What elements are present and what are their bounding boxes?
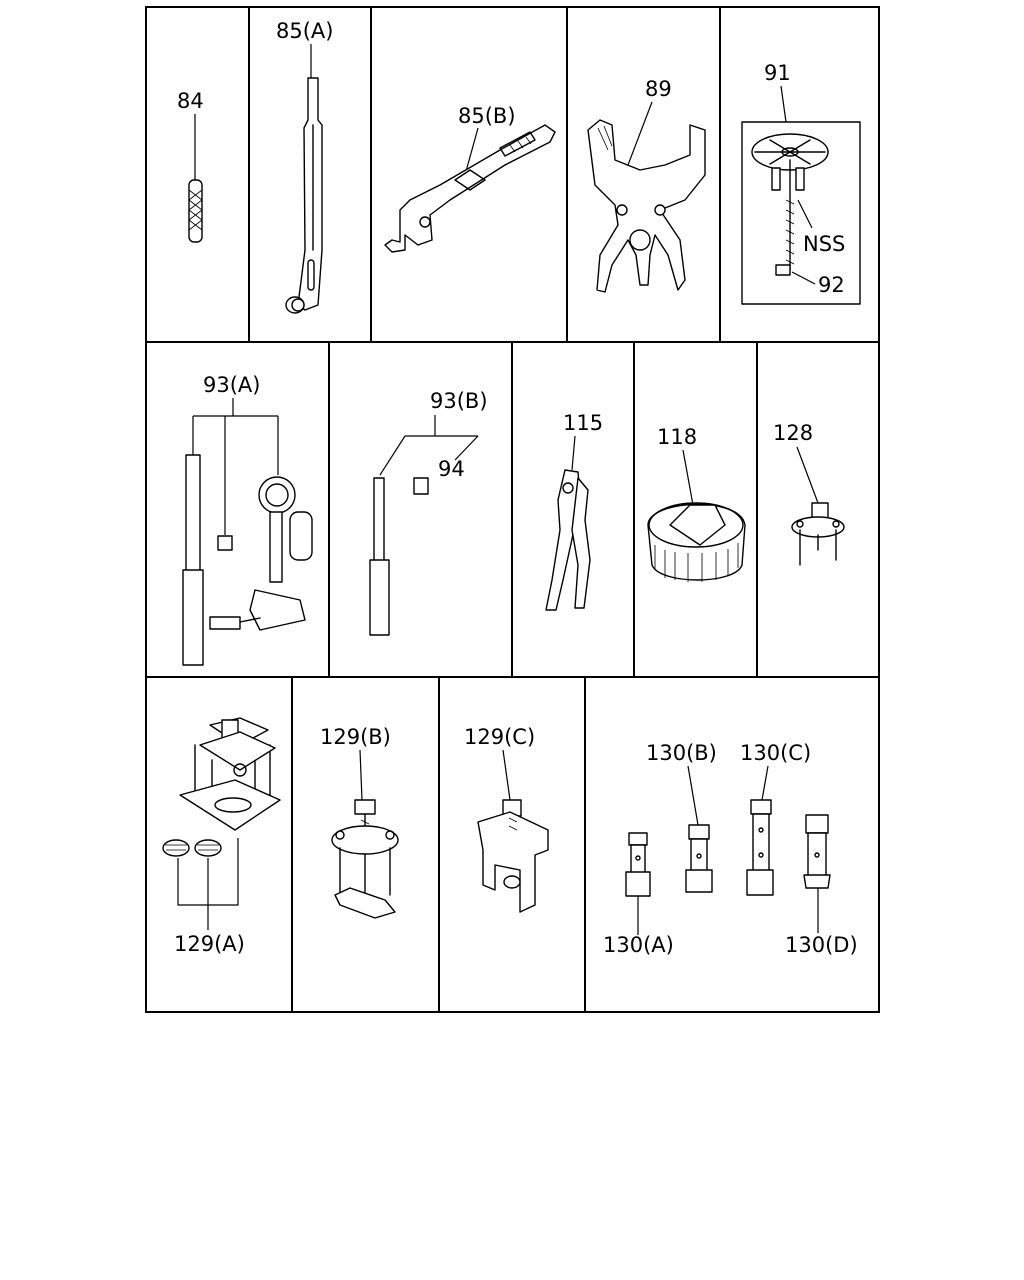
callout-92: 92 — [818, 273, 845, 297]
part-130-sockets: 130(B) 130(C) 130( — [603, 741, 858, 957]
part-118-filter-wrench: 118 — [647, 425, 746, 582]
callout-129b: 129(B) — [320, 725, 391, 749]
wheel-puller-icon — [751, 133, 829, 276]
callout-84: 84 — [177, 89, 204, 113]
adjuster-tool-icon — [384, 124, 556, 253]
callout-130b: 130(B) — [646, 741, 717, 765]
callout-85a: 85(A) — [276, 19, 333, 43]
callout-130c: 130(C) — [740, 741, 811, 765]
driver-set-icon — [369, 477, 429, 636]
callout-85b: 85(B) — [458, 104, 516, 128]
diagram-frame — [145, 6, 880, 1013]
part-85a-installer: 85(A) — [276, 19, 333, 314]
part-129b-bearing-puller: 129(B) — [320, 725, 399, 919]
callout-nss: NSS — [803, 232, 845, 256]
part-93a-gauge-set: 93(A) — [182, 373, 313, 666]
pliers-icon — [545, 469, 591, 611]
callout-129a: 129(A) — [174, 932, 245, 956]
pin-tool-icon — [188, 179, 203, 243]
callout-93a: 93(A) — [203, 373, 260, 397]
part-84-pin: 84 — [177, 89, 204, 243]
ring-spreader-icon — [587, 119, 706, 293]
filter-wrench-icon — [647, 502, 746, 582]
part-85b-adjuster: 85(B) — [384, 104, 556, 253]
socket-wrench-icon — [625, 799, 831, 897]
callout-118: 118 — [657, 425, 697, 449]
callout-115: 115 — [563, 411, 603, 435]
callout-129c: 129(C) — [464, 725, 535, 749]
part-93b-driver-set: 93(B) 94 — [369, 389, 488, 636]
pressure-gauge-set-icon — [182, 454, 313, 666]
callout-130d: 130(D) — [785, 933, 858, 957]
callout-130a: 130(A) — [603, 933, 674, 957]
remover-icon — [477, 799, 549, 913]
bearing-puller-icon — [331, 799, 399, 919]
part-128-puller: 128 — [773, 421, 845, 566]
callout-128: 128 — [773, 421, 813, 445]
installer-bar-icon — [285, 77, 323, 314]
press-fixture-icon — [162, 717, 281, 857]
callout-91: 91 — [764, 61, 791, 85]
puller-icon — [791, 502, 845, 566]
callout-89: 89 — [645, 77, 672, 101]
part-115-pliers: 115 — [545, 411, 603, 611]
part-91-puller: 91 NSS 92 — [741, 61, 861, 305]
callout-93b: 93(B) — [430, 389, 488, 413]
part-129c-remover: 129(C) — [464, 725, 549, 913]
part-89-spreader: 89 — [587, 77, 706, 293]
callout-94: 94 — [438, 457, 465, 481]
part-129a-press-fixture: 129(A) — [162, 717, 281, 956]
